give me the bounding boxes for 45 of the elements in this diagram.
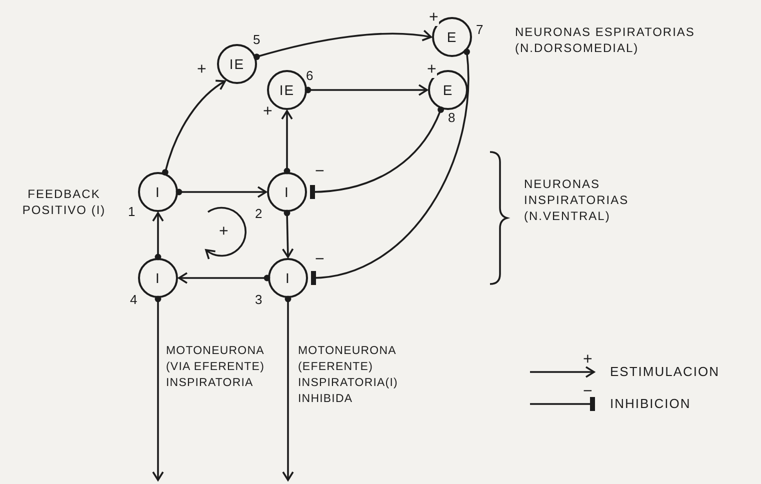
neuron-number: 1 xyxy=(128,204,136,220)
arrow xyxy=(162,80,226,176)
sign-label: − xyxy=(582,384,594,400)
edge-label: + xyxy=(428,10,440,26)
arrow xyxy=(304,84,428,96)
neuron-type-label: I xyxy=(284,269,292,287)
neuron-circle xyxy=(138,258,178,298)
legend-text: INHIBICION xyxy=(610,396,691,412)
legend-text: ESTIMULACION xyxy=(610,364,720,380)
neuron-type-label: I xyxy=(154,183,162,201)
sign-label: + xyxy=(582,352,594,368)
neuron-circle xyxy=(267,172,307,212)
edge-label: + xyxy=(426,62,438,78)
arrow xyxy=(178,272,270,284)
neuron-type-label: E xyxy=(442,81,454,99)
inhibition-connector xyxy=(310,48,470,286)
annotation-text: NEURONAS INSPIRATORIAS (N.VENTRAL) xyxy=(524,176,630,224)
neuron-number: 3 xyxy=(255,292,264,308)
arrow xyxy=(282,210,294,258)
neuron-number: 7 xyxy=(476,22,484,38)
neuron-type-label: I xyxy=(284,183,290,201)
annotation-text: MOTONEURONA (EFERENTE) INSPIRATORIA(I) INHIBIDA xyxy=(298,344,399,407)
neuron-circle xyxy=(138,172,178,212)
neuron-circle xyxy=(217,44,257,84)
annotation-text: FEEDBACK POSITIVO (I) xyxy=(21,186,107,218)
neuron-number: 4 xyxy=(130,292,138,308)
neuron-number: 6 xyxy=(306,68,314,84)
arrow xyxy=(281,110,293,174)
inhibition-connector xyxy=(310,106,444,200)
arrow xyxy=(152,212,164,260)
neuron-type-label: I xyxy=(154,269,162,287)
neuron-number: 8 xyxy=(448,110,456,126)
arrow xyxy=(254,30,432,60)
arrow xyxy=(152,296,164,481)
arrow xyxy=(176,186,267,198)
sign-label: + xyxy=(218,224,230,240)
neuron-type-label: E xyxy=(446,28,458,46)
arrow xyxy=(282,296,294,481)
neuron-type-label: IE xyxy=(228,55,246,73)
annotation-text: NEURONAS ESPIRATORIAS (N.DORSOMEDIAL) xyxy=(515,24,696,56)
neuron-number: 5 xyxy=(253,32,262,48)
neuron-number: 2 xyxy=(255,206,264,222)
neuron-circle xyxy=(268,258,308,298)
annotation-text: MOTONEURONA (VIA EFERENTE) INSPIRATORIA xyxy=(166,344,266,391)
neuron-type-label: IE xyxy=(278,81,296,99)
